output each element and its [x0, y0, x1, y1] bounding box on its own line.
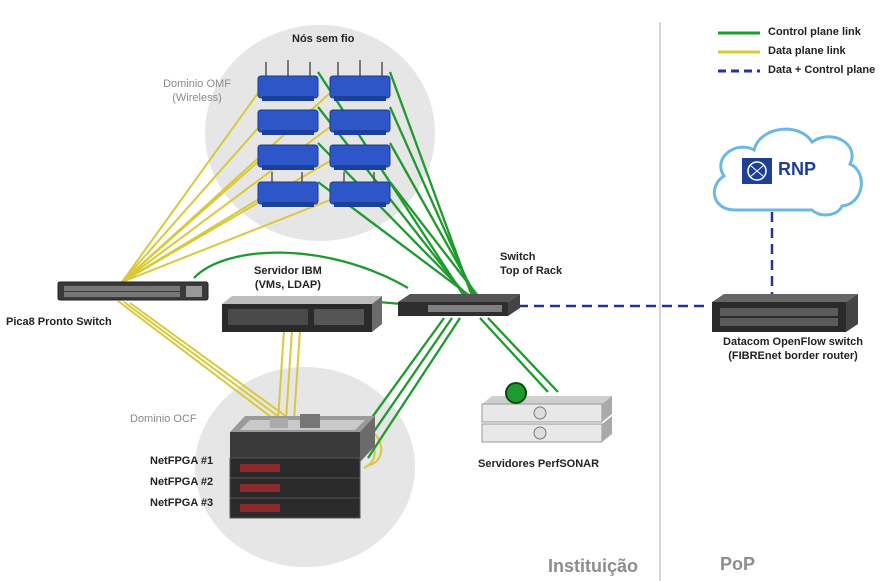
tor-label: Switch Top of Rack	[500, 251, 563, 277]
instituicao-label: Instituição	[548, 556, 639, 576]
wireless-nodes-label: Nós sem fio	[292, 33, 355, 45]
pop-label: PoP	[720, 554, 756, 574]
ocf-rack	[229, 414, 375, 519]
netfpga2-label: NetFPGA #2	[150, 476, 214, 488]
wireless-node	[257, 144, 319, 170]
wireless-node	[257, 109, 319, 135]
pica8-label: Pica8 Pronto Switch	[6, 316, 112, 328]
data-control-links	[518, 212, 774, 308]
netfpga3-label: NetFPGA #3	[150, 497, 214, 509]
wireless-node	[329, 60, 391, 101]
top-of-rack-switch	[398, 294, 520, 316]
perfsonar-label: Servidores PerfSONAR	[478, 458, 600, 470]
datacom-switch	[712, 294, 858, 332]
netfpga1-label: NetFPGA #1	[150, 455, 214, 467]
omf-domain-label: Dominio OMF (Wireless)	[163, 78, 231, 104]
ocf-domain-label: Dominio OCF	[130, 413, 197, 425]
legend-both-label: Data + Control plane	[768, 64, 876, 76]
rnp-label: RNP	[778, 159, 817, 179]
wireless-node	[329, 109, 391, 135]
ibm-label: Servidor IBM (VMs, LDAP)	[254, 265, 322, 291]
ibm-server	[222, 296, 382, 332]
control-plane-links	[193, 71, 559, 459]
datacom-label: Datacom OpenFlow switch (FIBREnet border…	[723, 336, 863, 362]
wireless-node	[257, 60, 319, 101]
pica8-switch	[57, 281, 209, 301]
legend-data-label: Data plane link	[768, 45, 846, 57]
wireless-node	[257, 172, 319, 207]
perfsonar-node-marker	[505, 382, 527, 404]
wireless-node	[329, 172, 391, 207]
legend-control-label: Control plane link	[768, 26, 861, 38]
perfsonar-servers	[481, 396, 612, 443]
rnp-cloud	[712, 127, 863, 217]
wireless-node	[329, 144, 391, 170]
